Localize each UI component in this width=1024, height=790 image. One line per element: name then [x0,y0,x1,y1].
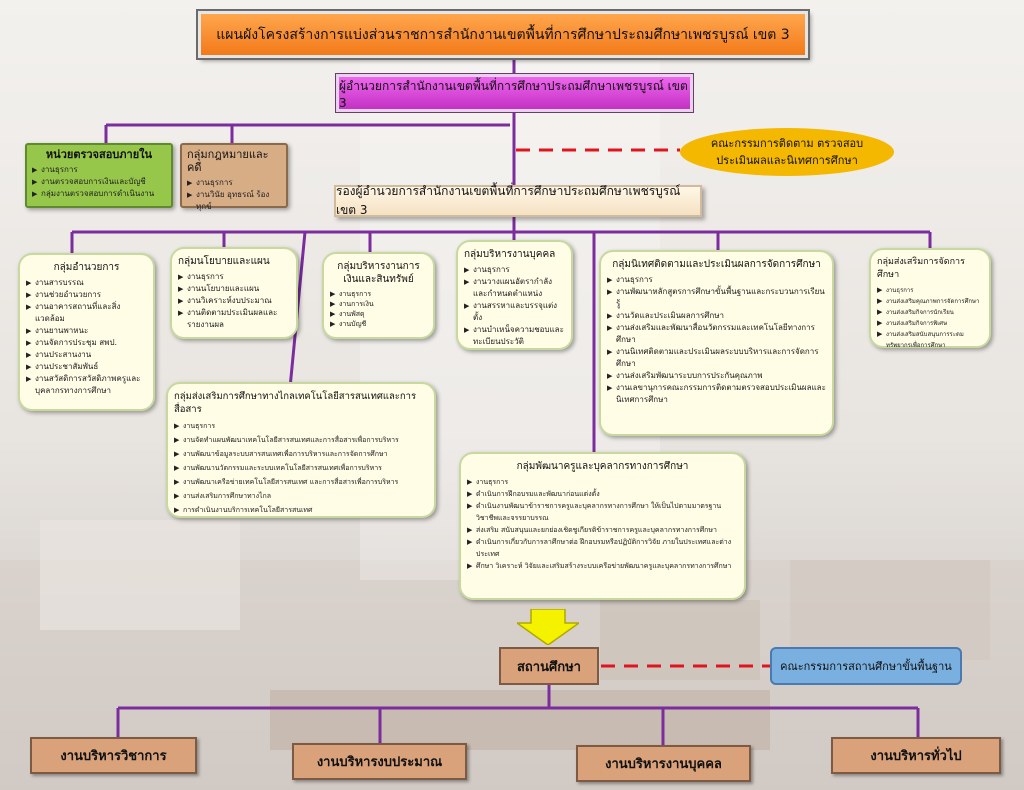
list-item: งานยานพาหนะ [26,325,147,337]
list-item: ดำเนินงานพัฒนาข้าราชการครูและบุคลากรทางก… [467,500,738,524]
list-item: งานวิเคราะห์งบประมาณ [178,295,290,307]
legal-affairs-box: กลุ่มกฎหมายและคดี งานธุรการ งานวินัย อุท… [180,143,288,211]
list-item: งานเลขานุการคณะกรรมการติดตามตรวจสอบประเม… [607,382,826,406]
list-item: งานพัฒนาหลักสูตรการศึกษาขั้นพื้นฐานและกร… [607,286,826,310]
list-item: งานติดตามประเมินผลและรายงานผล [178,307,290,331]
legal-affairs-title: กลุ่มกฎหมายและคดี [187,148,269,174]
list-item: งานธุรการ [187,177,281,189]
list-item: งานธุรการ [178,271,290,283]
list-item: งานตรวจสอบการเงินและบัญชี [32,176,166,188]
list-item: งานบัญชี [330,319,427,329]
list-item: งานธุรการ [877,285,983,296]
list-item: งานส่งเสริมพัฒนาระบบการประกันคุณภาพ [607,370,826,382]
list-item: งานธุรการ [467,476,738,488]
unit-academic: งานบริหารวิชาการ [30,737,197,774]
list-item: งานส่งเสริมและพัฒนาสื่อนวัตกรรมและเทคโนโ… [607,322,826,346]
list-item: งานอาคารสถานที่และสิ่งแวดล้อม [26,301,147,325]
school-box: สถานศึกษา [499,647,599,685]
group-finance: กลุ่มบริหารงานการเงินและสินทรัพย์ งานธุร… [322,252,435,339]
list-item: งานประสานงาน [26,349,147,361]
internal-audit-box: หน่วยตรวจสอบภายใน งานธุรการ งานตรวจสอบกา… [25,143,173,208]
group-supervision-title: กลุ่มนิเทศติดตามและประเมินผลการจัดการศึก… [612,259,821,270]
group-promotion-title: กลุ่มส่งเสริมการจัดการศึกษา [877,257,965,280]
list-item: งานพัฒนานวัตกรรมและระบบเทคโนโลยีสารสนเทศ… [174,461,428,475]
monitoring-committee-ellipse: คณะกรรมการติดตาม ตรวจสอบ ประเมินผลและนิเ… [680,128,894,176]
list-item: ดำเนินการฝึกอบรมและพัฒนาก่อนแต่งตั้ง [467,488,738,500]
list-item: งานนโยบายและแผน [178,283,290,295]
list-item: กลุ่มงานตรวจสอบการดำเนินงาน [32,188,166,200]
committee-line-1: คณะกรรมการติดตาม ตรวจสอบ [710,137,864,150]
group-admin: กลุ่มอำนวยการ งานสารบรรณ งานช่วยอำนวยการ… [18,253,155,411]
deputy-director-box: รองผู้อำนวยการสำนักงานเขตพื้นที่การศึกษา… [334,184,702,217]
list-item: งานสวัสดิการสวัสดิภาพครูและบุคลากรทางการ… [26,373,147,397]
list-item: ศึกษา วิเคราะห์ วิจัยและเสริมสร้างระบบเค… [467,560,738,572]
list-item: งานช่วยอำนวยการ [26,289,147,301]
group-supervision: กลุ่มนิเทศติดตามและประเมินผลการจัดการศึก… [599,250,834,436]
list-item: ดำเนินการเกี่ยวกับการลาศึกษาต่อ ฝึกอบรมห… [467,536,738,560]
committee-line-2: ประเมินผลและนิเทศการศึกษา [716,154,858,167]
list-item: งานนิเทศติดตามและประเมินผลระบบบริหารและก… [607,346,826,370]
group-teacher-development: กลุ่มพัฒนาครูและบุคลากรทางการศึกษา งานธุ… [459,452,746,600]
list-item: งานส่งเสริมคุณภาพการจัดการศึกษา [877,296,983,307]
group-admin-title: กลุ่มอำนวยการ [53,262,120,273]
list-item: งานธุรการ [32,164,166,176]
page-title: แผนผังโครงสร้างการแบ่งส่วนราชการสำนักงาน… [196,9,810,60]
unit-budget: งานบริหารงบประมาณ [292,743,467,780]
list-item: งานประชาสัมพันธ์ [26,361,147,373]
group-ict-title: กลุ่มส่งเสริมการศึกษาทางไกลเทคโนโลยีสารส… [174,391,417,415]
list-item: งานจัดทำแผนพัฒนาเทคโนโลยีสารสนเทศและการส… [174,433,428,447]
internal-audit-title: หน่วยตรวจสอบภายใน [45,148,153,161]
list-item: งานส่งเสริมกิจการพิเศษ [877,318,983,329]
school-board-box: คณะกรรมการสถานศึกษาขั้นพื้นฐาน [770,647,962,685]
list-item: งานพัฒนาข้อมูลระบบสารสนเทศเพื่อการบริหาร… [174,447,428,461]
group-finance-title: กลุ่มบริหารงานการเงินและสินทรัพย์ [337,261,420,285]
group-promotion: กลุ่มส่งเสริมการจัดการศึกษา งานธุรการ งา… [869,248,991,351]
list-item: งานส่งเสริมการศึกษาทางไกล [174,489,428,503]
list-item: งานสรรหาและบรรจุแต่งตั้ง [464,300,565,324]
down-arrow-icon [517,609,579,645]
unit-general: งานบริหารทั่วไป [831,737,1001,774]
list-item: งานวัดและประเมินผลการศึกษา [607,310,826,322]
list-item: งานการเงิน [330,299,427,309]
list-item: งานพัฒนาเครือข่ายเทคโนโลยีสารสนเทศ และกา… [174,475,428,489]
list-item: งานวินัย อุทธรณ์ ร้องทุกข์ [187,189,281,213]
list-item: งานส่งเสริมกิจการนักเรียน [877,307,983,318]
list-item: ส่งเสริม สนับสนุนและยกย่องเชิดชูเกียรติข… [467,524,738,536]
group-policy-title: กลุ่มนโยบายและแผน [178,256,270,267]
list-item: งานจัดการประชุม สพป. [26,337,147,349]
director-box: ผู้อำนวยการสำนักงานเขตพื้นที่การศึกษาประ… [335,73,694,113]
group-policy: กลุ่มนโยบายและแผน งานธุรการ งานนโยบายและ… [170,247,298,339]
list-item: งานส่งเสริมสนับสนุนการระดมทรัพยากรเพื่อก… [877,329,983,351]
list-item: งานธุรการ [607,274,826,286]
group-personnel: กลุ่มบริหารงานบุคคล งานธุรการ งานวางแผนอ… [456,240,573,350]
unit-personnel: งานบริหารงานบุคคล [576,745,751,782]
list-item: งานพัสดุ [330,309,427,319]
list-item: การดำเนินงานบริการเทคโนโลยีสารสนเทศ [174,503,428,517]
list-item: งานธุรการ [464,264,565,276]
list-item: งานบำเหน็จความชอบและทะเบียนประวัติ [464,324,565,348]
group-teacher-development-title: กลุ่มพัฒนาครูและบุคลากรทางการศึกษา [516,461,689,472]
list-item: งานธุรการ [330,289,427,299]
list-item: งานสารบรรณ [26,277,147,289]
list-item: งานธุรการ [174,419,428,433]
group-ict: กลุ่มส่งเสริมการศึกษาทางไกลเทคโนโลยีสารส… [166,382,436,518]
list-item: งานวางแผนอัตรากำลังและกำหนดตำแหน่ง [464,276,565,300]
group-personnel-title: กลุ่มบริหารงานบุคคล [464,249,556,260]
